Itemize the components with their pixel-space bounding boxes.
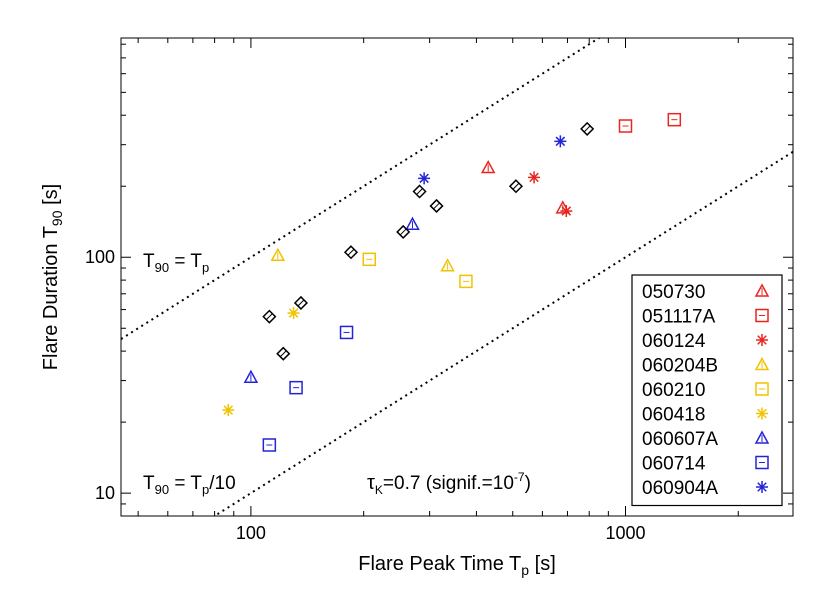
legend-marker	[756, 481, 768, 493]
data-point	[480, 159, 496, 174]
legend-label: 060204B	[642, 356, 718, 377]
y-axis-title: Flare Duration T90 [s]	[40, 184, 65, 370]
legend-marker	[755, 308, 769, 323]
legend-marker	[756, 334, 768, 346]
data-point	[580, 121, 595, 136]
legend-marker	[754, 356, 770, 371]
y-tick-label: 10	[95, 483, 115, 503]
x-tick-label: 100	[236, 523, 266, 543]
data-point	[289, 380, 303, 395]
data-point	[276, 346, 291, 361]
data-point	[429, 198, 444, 214]
data-point	[396, 224, 411, 240]
data-point	[418, 172, 431, 185]
data-point	[618, 119, 633, 133]
data-point	[222, 404, 235, 417]
legend-marker	[756, 407, 768, 420]
data-point	[262, 438, 277, 452]
data-point	[270, 247, 286, 261]
data-point	[262, 309, 277, 324]
legend-label: 060418	[642, 405, 705, 426]
legend-label: 051117A	[642, 307, 716, 328]
legend-marker	[755, 382, 769, 396]
data-point	[508, 179, 524, 194]
legend-label: 060210	[642, 380, 705, 401]
y-tick-label: 100	[85, 247, 115, 267]
legend-label: 060904A	[642, 478, 718, 499]
legend-label: 050730	[642, 282, 705, 303]
data-point	[560, 205, 573, 218]
data-point	[362, 252, 377, 267]
plot-frame	[120, 37, 794, 517]
reference-line-1	[121, 38, 601, 340]
x-axis-title: Flare Peak Time Tp [s]	[358, 553, 556, 578]
legend-label: 060714	[642, 454, 706, 475]
data-point	[339, 325, 354, 340]
legend-box	[631, 274, 783, 507]
reference-line-label: T90 = Tp/10	[143, 473, 236, 497]
data-point	[412, 184, 427, 199]
legend-label: 060124	[642, 331, 706, 352]
x-tick-label: 1000	[605, 523, 645, 543]
data-point	[343, 245, 359, 260]
legend-marker	[754, 283, 770, 297]
data-point	[293, 295, 308, 311]
reference-line-2	[212, 150, 793, 516]
reference-line-label: T90 = Tp	[143, 251, 209, 275]
data-point	[287, 307, 300, 320]
legend-label: 060607A	[642, 429, 718, 450]
data-point	[405, 216, 420, 230]
data-point	[667, 112, 682, 127]
data-point	[440, 258, 455, 272]
legend-marker	[754, 430, 770, 444]
legend-marker	[755, 455, 769, 470]
kendall-annotation: τK=0.7 (signif.=10-7)	[367, 470, 531, 497]
data-point	[459, 274, 473, 289]
data-point	[243, 369, 259, 383]
data-point	[528, 171, 541, 184]
data-point	[554, 135, 567, 148]
